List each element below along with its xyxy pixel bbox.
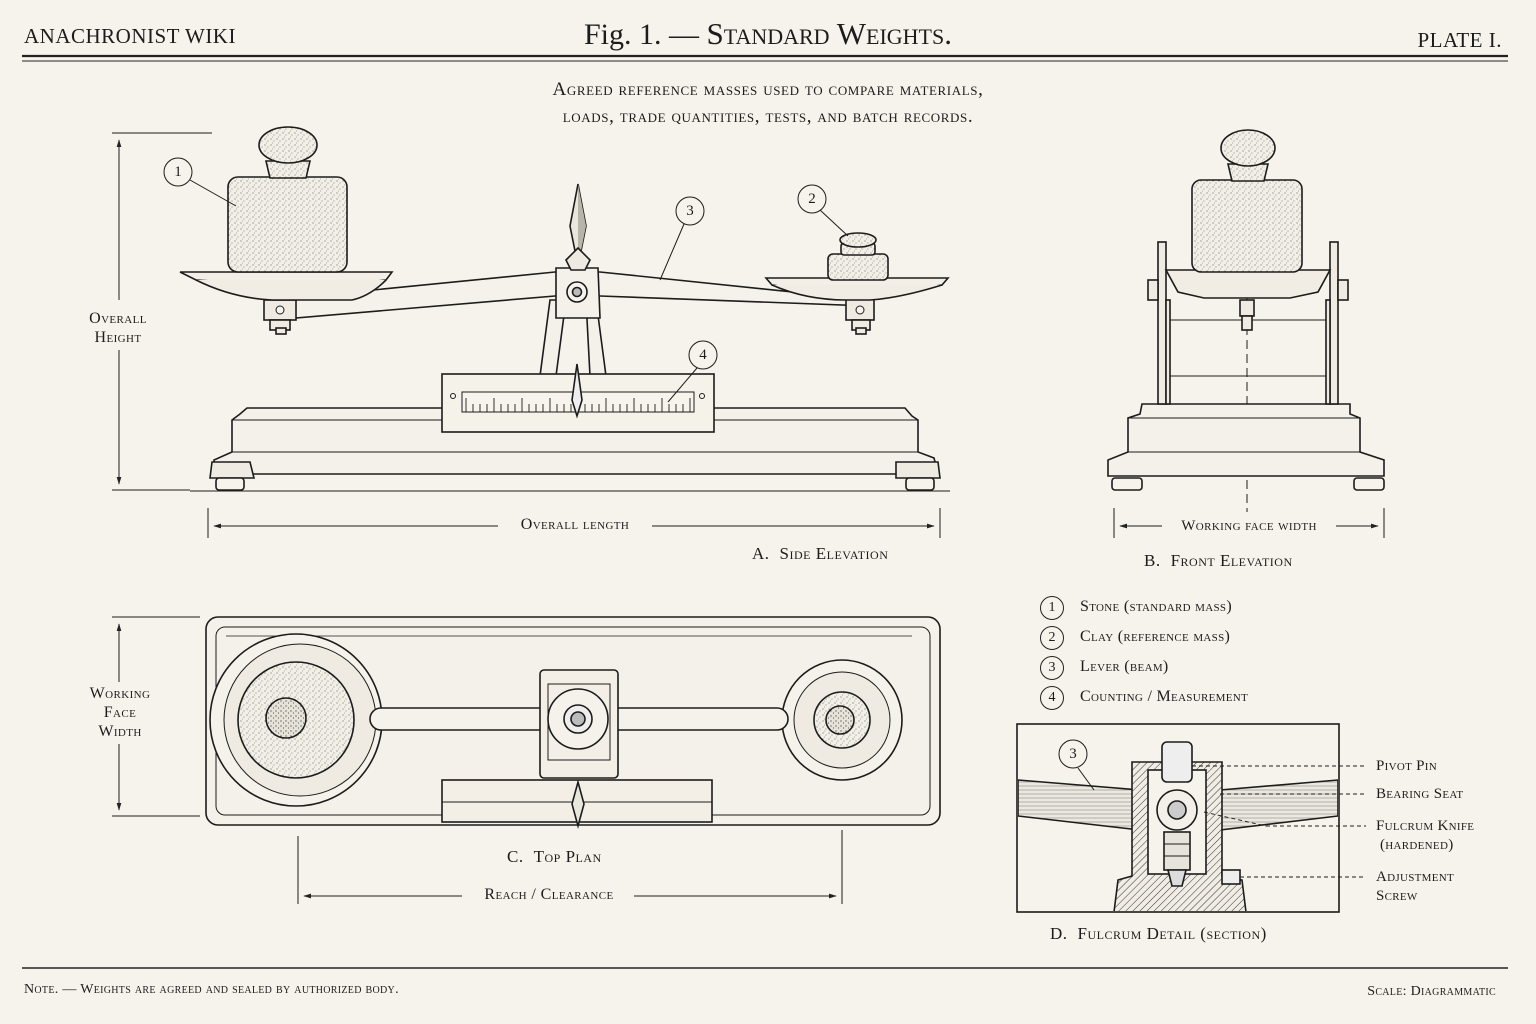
callout-3: 3 — [686, 203, 694, 219]
side-callout-leaders — [163, 157, 849, 403]
legend-number: 2 — [1040, 626, 1064, 650]
title-main: Standard Weights. — [706, 16, 952, 51]
height-label-line-1: Overall — [89, 310, 147, 327]
legend-text: Counting / Measurement — [1080, 688, 1248, 705]
legend-number: 4 — [1040, 686, 1064, 710]
footer-scale: Scale: Diagrammatic — [1367, 984, 1496, 999]
right-pan — [764, 277, 950, 301]
scale-ticks — [465, 398, 691, 412]
site-name[interactable]: ANACHRONIST WIKI — [24, 24, 236, 48]
scale-plate — [441, 363, 715, 433]
label-bearing-seat: Bearing Seat — [1376, 786, 1464, 802]
fulcrum-detail — [1016, 723, 1366, 913]
length-dimension — [207, 508, 941, 538]
footer-note: Note. — Weights are agreed and sealed by… — [24, 982, 399, 997]
plate-number: PLATE I. — [1417, 28, 1502, 52]
detail-callout-3: 3 — [1069, 746, 1077, 762]
lever-beam — [263, 183, 875, 335]
subtitle-line-1: Agreed reference masses used to compare … — [552, 79, 984, 100]
subtitle-line-2: loads, trade quantities, tests, and batc… — [562, 106, 974, 127]
caption-text: Fulcrum Detail (section) — [1077, 924, 1267, 943]
top-plan — [112, 616, 941, 904]
top-width-line-1: Working — [89, 685, 151, 702]
height-dimension — [112, 132, 212, 491]
left-pan — [179, 271, 394, 301]
legend-number: 1 — [1040, 596, 1064, 620]
label-adjustment-line-1: Adjustment — [1376, 869, 1455, 885]
caption-top-plan: C. Top Plan — [507, 847, 602, 867]
label-adjustment-screw: Adjustment Screw — [1376, 868, 1454, 906]
front-width-label: Working face width — [1181, 518, 1317, 534]
caption-fulcrum-detail: D. Fulcrum Detail (section) — [1050, 924, 1267, 944]
front-elevation — [1107, 129, 1385, 538]
reach-label: Reach / Clearance — [484, 886, 614, 903]
caption-text: Side Elevation — [779, 544, 889, 563]
callout-2: 2 — [808, 191, 816, 207]
label-pivot-pin: Pivot Pin — [1376, 758, 1438, 774]
caption-letter: C. — [507, 847, 524, 866]
callout-1: 1 — [174, 164, 182, 180]
top-width-line-3: Width — [98, 723, 142, 740]
caption-text: Top Plan — [533, 847, 602, 866]
caption-letter: B. — [1144, 551, 1161, 570]
title-figure: Fig. 1. — — [584, 18, 700, 51]
label-fulcrum-knife-line-1: Fulcrum Knife — [1376, 818, 1475, 834]
page-title: Fig. 1. — Standard Weights. — [0, 16, 1536, 52]
height-label-line-2: Height — [94, 329, 142, 346]
label-fulcrum-knife-line-2: (hardened) — [1380, 837, 1454, 853]
top-width-label: Working Face Width — [70, 684, 170, 741]
caption-side-elevation: A. Side Elevation — [752, 544, 888, 564]
side-elevation — [112, 126, 950, 538]
length-label: Overall length — [520, 516, 630, 533]
callout-4: 4 — [699, 347, 707, 363]
legend-text: Stone (standard mass) — [1080, 598, 1232, 615]
stone-weight — [227, 126, 348, 273]
caption-letter: D. — [1050, 924, 1068, 943]
caption-letter: A. — [752, 544, 770, 563]
scale-base — [209, 407, 941, 491]
legend-number: 3 — [1040, 656, 1064, 680]
label-adjustment-line-2: Screw — [1376, 888, 1418, 904]
header-rules — [22, 54, 1508, 62]
height-label: Overall Height — [68, 309, 168, 347]
top-width-line-2: Face — [103, 704, 137, 721]
caption-text: Front Elevation — [1170, 551, 1293, 570]
detail-leaders — [1192, 765, 1366, 878]
legend-text: Lever (beam) — [1080, 658, 1169, 675]
subtitle: Agreed reference masses used to compare … — [0, 76, 1536, 130]
label-fulcrum-knife: Fulcrum Knife (hardened) — [1376, 817, 1474, 855]
legend-text: Clay (reference mass) — [1080, 628, 1231, 645]
clay-weight — [827, 232, 889, 281]
caption-front-elevation: B. Front Elevation — [1144, 551, 1293, 571]
